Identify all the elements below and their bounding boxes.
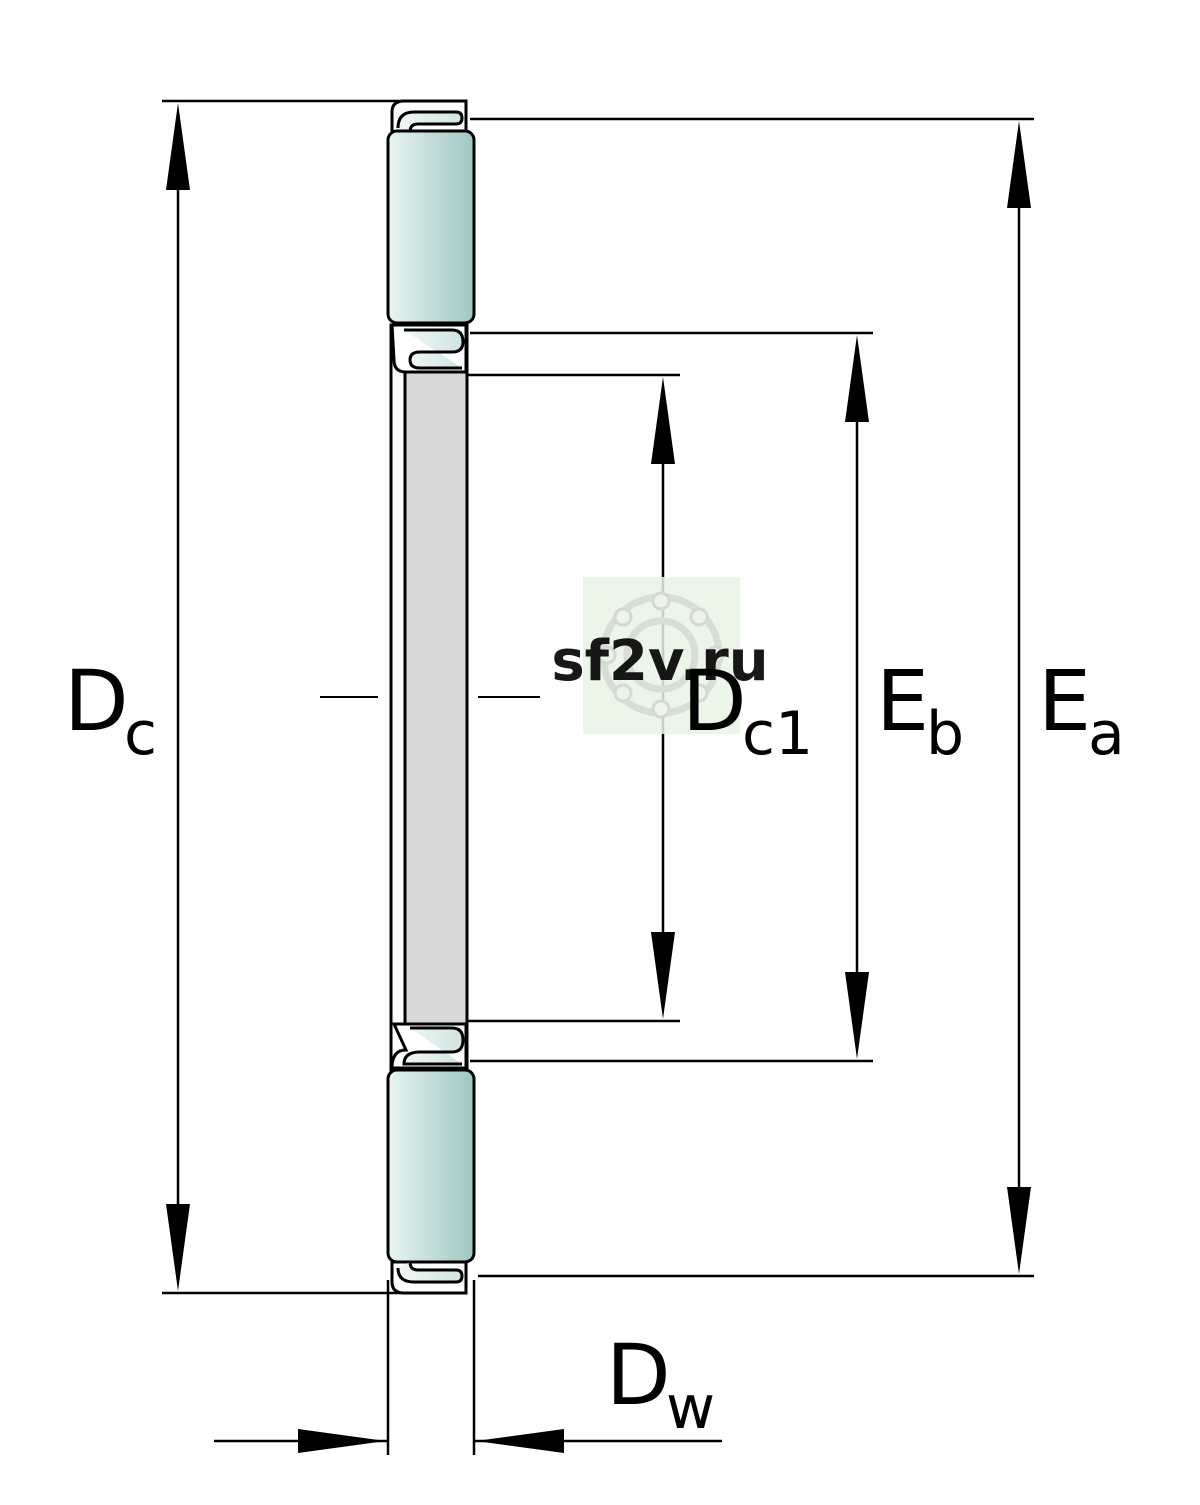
label-dc1-sub: c1 [742, 699, 813, 769]
dc-arrow-bottom [166, 1204, 190, 1291]
cage-fold-lower [390, 1022, 468, 1070]
watermark: sf2v.ru [551, 577, 769, 734]
label-ea: E a [1038, 652, 1125, 769]
roller-bottom [386, 1068, 476, 1264]
cage-inner [403, 368, 469, 1028]
ea-arrow-top [1007, 121, 1031, 208]
label-dc-main: D [64, 652, 129, 750]
dimension-ea [1007, 121, 1031, 1274]
cage-end-top [390, 99, 468, 134]
dw-arrow-right [476, 1429, 564, 1453]
bearing-balls-icon [597, 591, 725, 719]
label-dc-sub: c [124, 699, 157, 769]
label-dc1: D c1 [682, 652, 813, 769]
roller-top [386, 129, 476, 325]
label-ea-sub: a [1088, 699, 1125, 769]
label-dw: D w [606, 1326, 715, 1443]
extension-lines [162, 99, 1034, 1455]
eb-arrow-top [845, 335, 869, 422]
dw-arrow-left [298, 1429, 386, 1453]
cage-end-bottom [390, 1260, 468, 1295]
dc1-arrow-top [651, 377, 675, 464]
dimension-dc [166, 103, 190, 1291]
label-dw-main: D [606, 1326, 671, 1424]
eb-arrow-bottom [845, 972, 869, 1059]
dc1-arrow-bottom [651, 932, 675, 1019]
label-eb: E b [876, 652, 964, 769]
cage-strip [389, 323, 469, 1073]
dimension-dw [214, 1429, 722, 1453]
label-eb-main: E [876, 652, 929, 750]
watermark-text: sf2v.ru [551, 629, 768, 694]
dc-arrow-top [166, 103, 190, 190]
ea-arrow-bottom [1007, 1187, 1031, 1274]
label-dc: D c [64, 652, 157, 769]
label-dw-sub: w [666, 1373, 715, 1443]
label-eb-sub: b [926, 699, 964, 769]
label-ea-main: E [1038, 652, 1091, 750]
cage-fold-upper [390, 323, 468, 374]
label-dc1-main: D [682, 652, 747, 750]
dimension-eb [845, 335, 869, 1059]
